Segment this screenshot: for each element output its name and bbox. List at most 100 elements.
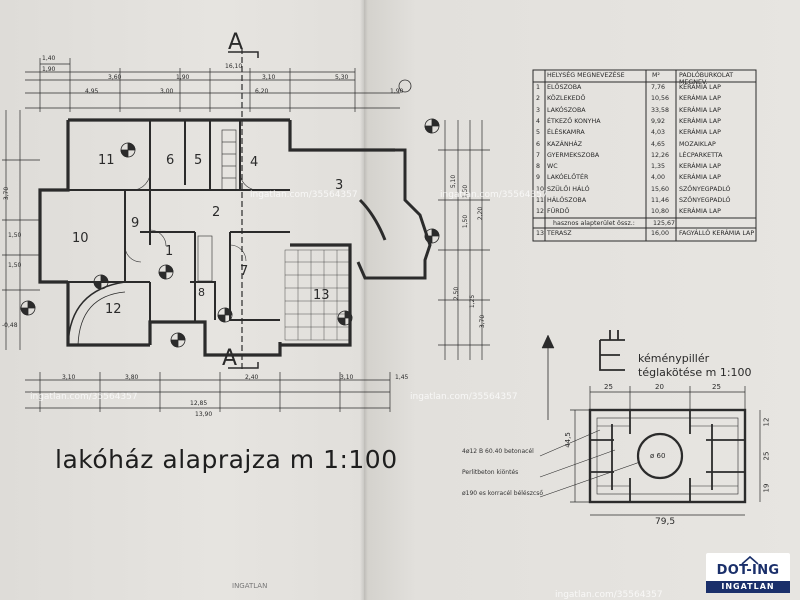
terrace-floor: FAGYÁLLÓ KERÁMIA LAP [679, 230, 755, 237]
hall-wardrobe [197, 235, 213, 282]
dim-bottom-0: 3,10 [62, 374, 76, 381]
house-icon [741, 555, 759, 565]
summary-value: 125,67 [653, 220, 676, 227]
room-table-grid [532, 69, 757, 242]
row-area: 7,76 [651, 84, 666, 91]
row-room-name: SZÜLŐI HÁLÓ [547, 185, 590, 193]
row-area: 4,65 [651, 140, 666, 148]
level-markers [20, 118, 440, 348]
row-floor: LÉCPARKETTA [679, 151, 723, 159]
row-floor: SZŐNYEGPADLÓ [679, 185, 731, 193]
row-number: 7 [536, 151, 541, 159]
dim-left-0: 3,70 [3, 186, 11, 201]
dim-top-9: 6,20 [255, 88, 269, 95]
bathroom-curved-wall [67, 281, 126, 346]
row-floor: SZŐNYEGPADLÓ [679, 197, 731, 204]
room-table-header: HELYSÉG MEGNEVEZÉSE M² PADLÓBURKOLAT MEG… [533, 72, 756, 86]
room-number-3: 3 [335, 178, 344, 193]
row-room-name: LAKÓSZOBA [547, 106, 586, 114]
row-number: 4 [536, 117, 541, 125]
room-number-12: 12 [105, 302, 122, 317]
dim-top-1: 1,90 [42, 66, 56, 73]
row-room-name: KAZÁNHÁZ [547, 140, 583, 148]
chimney-dim-right-0: 12 [762, 417, 771, 427]
row-room-name: HÁLÓSZOBA [547, 197, 587, 204]
chimney-circle-label: ø 60 [650, 452, 666, 460]
watermark-1: ingatlan.com/35564357 [440, 190, 548, 200]
chimney-dim-left: 44,5 [563, 432, 572, 448]
row-floor: KERÁMIA LAP [679, 208, 721, 216]
dim-right-4: 2,50 [453, 286, 461, 301]
terrace-area: 16,00 [651, 230, 670, 237]
room-number-5: 5 [194, 153, 203, 168]
dim-right-2: 1,50 [462, 214, 470, 229]
row-number: 1 [536, 84, 541, 91]
bottom-stamp: INGATLAN [232, 582, 268, 590]
logo-subtitle: INGATLAN [706, 581, 790, 593]
logo-wordmark: DOT-ING [716, 563, 780, 578]
chimney-note-1: Perlitbeton kiöntés [462, 469, 519, 476]
row-number: 12 [536, 208, 545, 216]
dim-top-8: 3,00 [160, 88, 174, 95]
paper-sheet-left [0, 0, 364, 600]
row-area: 15,60 [651, 185, 670, 193]
row-floor: KERÁMIA LAP [679, 163, 721, 171]
row-area: 10,80 [651, 208, 670, 216]
chimney-dim-top-2: 25 [712, 383, 721, 391]
row-floor: KERÁMIA LAP [679, 117, 721, 125]
chimney-dim-right-1: 25 [762, 451, 771, 461]
dim-right-3: 2,20 [477, 206, 485, 221]
row-room-name: WC [547, 163, 558, 171]
dot-ing-logo: DOT-ING INGATLAN [706, 553, 790, 593]
row-area: 10,56 [651, 95, 670, 103]
dim-bottom-1: 3,80 [125, 374, 139, 381]
row-room-name: ELŐSZOBA [547, 84, 582, 91]
dim-right-6: 3,70 [479, 314, 487, 329]
chimney-dim-bottom: 79,5 [655, 517, 676, 527]
dim-left-2: 1,50 [8, 262, 22, 269]
section-arrow [541, 330, 625, 420]
header-floor: PADLÓBURKOLAT MEGNEV. [679, 72, 734, 86]
header-area: M² [652, 72, 660, 79]
row-area: 33,58 [651, 106, 670, 114]
chimney-title-line2: téglakötése m 1:100 [638, 366, 752, 379]
dim-top-5: 3,10 [262, 74, 276, 81]
table-row: 1 ELŐSZOBA 7,76 KERÁMIA LAP [533, 84, 756, 94]
table-row: 2 KÖZLEKEDŐ 10,56 KERÁMIA LAP [533, 95, 756, 105]
room-number-9: 9 [131, 216, 140, 231]
row-room-name: LAKÓELŐTÉR [547, 174, 589, 182]
row-room-name: KÖZLEKEDŐ [547, 95, 586, 103]
watermark-0: ingatlan.com/35564357 [250, 190, 358, 200]
left-dimension-lines [2, 110, 40, 350]
row-number: 8 [536, 163, 541, 171]
room-number-8: 8 [198, 286, 205, 299]
chimney-title-line1: kéménypillér [638, 352, 710, 365]
chimney-title: kéménypillér téglakötése m 1:100 [638, 352, 752, 380]
row-area: 4,03 [651, 129, 666, 137]
row-floor: KERÁMIA LAP [679, 174, 721, 182]
dim-left-1: 1,50 [8, 232, 22, 239]
row-number: 2 [536, 95, 541, 103]
row-area: 4,00 [651, 174, 666, 182]
row-floor: MOZAIKLAP [679, 140, 716, 148]
door-swings [124, 169, 259, 263]
chimney-dim-right-2: 19 [762, 483, 771, 493]
room-number-4: 4 [250, 155, 259, 170]
row-floor: KERÁMIA LAP [679, 95, 721, 103]
row-area: 12,26 [651, 151, 670, 159]
dim-left-3: -0,48 [2, 322, 18, 329]
room-number-7: 7 [240, 264, 249, 279]
dim-right-0: 5,10 [450, 174, 458, 189]
dim-top-10: 1,90 [390, 88, 404, 95]
row-floor: KERÁMIA LAP [679, 84, 721, 91]
room-number-10: 10 [72, 231, 89, 246]
chimney-dim-top-0: 25 [604, 383, 613, 391]
